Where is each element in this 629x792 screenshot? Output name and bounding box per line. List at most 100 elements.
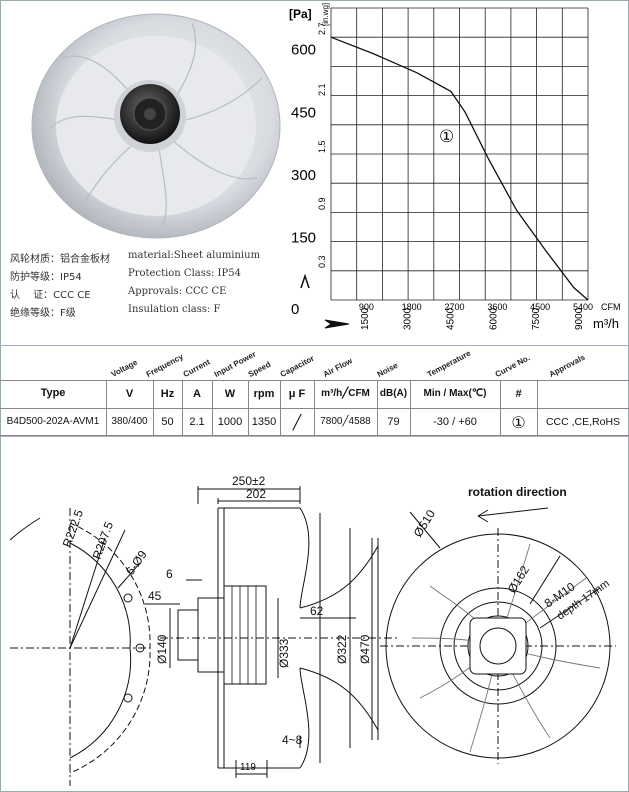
chart-ytick: 0 — [291, 301, 299, 318]
table-rule — [410, 380, 411, 436]
chart-xtick-cfm: 5400 — [573, 302, 593, 312]
chart-xtick-cfm: 3600 — [487, 302, 507, 312]
spec-en: Insulation class: F — [128, 304, 221, 315]
table-rule — [182, 380, 183, 436]
dim-250: 250±2 — [232, 474, 266, 488]
unit-current: A — [193, 388, 201, 400]
unit-power: W — [224, 388, 236, 400]
spec-en: Protection Class: IP54 — [128, 268, 241, 279]
row-current: 2.1 — [189, 416, 205, 428]
unit-capacitor: μ F — [288, 388, 306, 400]
row-airflow: 7800╱4588 — [320, 416, 371, 427]
header-speed: Speed — [246, 359, 273, 379]
chart-xlabel-alt: CFM — [601, 302, 621, 312]
chart-xtick-cfm: 4500 — [530, 302, 550, 312]
chart-xlabel: m³/h — [593, 316, 619, 331]
row-noise: 79 — [387, 416, 400, 428]
unit-voltage: V — [125, 388, 134, 400]
dim-r207: R207.5 — [90, 520, 117, 561]
chart-ytick-alt: 2.1 — [317, 83, 327, 96]
dim-d322: Ø322 — [335, 634, 349, 664]
chart-ytick: 600 — [291, 42, 316, 59]
spec-en: material:Sheet aluminium — [128, 250, 261, 261]
unit-frequency: Hz — [160, 388, 175, 400]
row-temperature: -30 / +60 — [433, 416, 477, 428]
unit-temperature: Min / Max(℃) — [423, 388, 487, 399]
chart-xtick-cfm: 900 — [359, 302, 374, 312]
table-rule — [500, 380, 501, 436]
table-rule — [248, 380, 249, 436]
chart-ytick: 300 — [291, 167, 316, 184]
spec-zh: 防护等级：IP54 — [10, 272, 82, 283]
unit-curve: # — [515, 388, 522, 400]
table-rule — [280, 380, 281, 436]
dim-202: 202 — [246, 487, 266, 501]
header-capacitor: Capacitor — [278, 353, 316, 379]
row-power: 1000 — [217, 416, 243, 428]
dim-62: 62 — [310, 604, 324, 618]
header-voltage: Voltage — [109, 357, 139, 379]
header-temperature: Temperature — [425, 348, 473, 379]
table-rule — [212, 380, 213, 436]
spec-table: Voltage Frequency Current Input Power Sp… — [0, 349, 629, 436]
dimension-drawings: R222.5 R207.5 6-Ø9 6 45 Ø140 Ø333 Ø322 Ø… — [9, 474, 616, 786]
chart-xtick-m3h: 1500 — [360, 307, 371, 330]
performance-chart: [Pa][in.wg]60045030015002.72.11.50.90.39… — [289, 3, 621, 331]
chart-ylabel: [Pa] — [289, 7, 312, 21]
dim-6: 6 — [166, 567, 173, 581]
dim-45: 45 — [148, 589, 162, 603]
header-frequency: Frequency — [144, 352, 185, 379]
chart-series-curve — [330, 36, 589, 301]
chart-ylabel-alt: [in.wg] — [321, 3, 330, 26]
x-axis-arrow-icon — [324, 319, 350, 329]
dim-holes: 6-Ø9 — [123, 548, 150, 578]
header-current: Current — [181, 357, 212, 379]
spec-zh: 认 证：CCC CE — [10, 290, 91, 301]
row-type: B4D500-202A-AVM1 — [6, 416, 100, 427]
dim-d510: Ø510 — [411, 507, 439, 540]
dim-4-8: 4~8 — [282, 733, 303, 747]
unit-speed: rpm — [253, 388, 275, 400]
unit-noise: dB(A) — [379, 388, 408, 399]
header-approvals: Approvals — [547, 352, 587, 379]
chart-ytick-alt: 0.9 — [317, 197, 327, 210]
header-noise: Noise — [375, 360, 400, 379]
chart-ytick-alt: 2.7 — [317, 22, 327, 35]
y-axis-arrow-icon — [300, 273, 310, 289]
spec-zh: 风轮材质：铝合金板材 — [10, 254, 110, 265]
table-rule — [314, 380, 315, 436]
dim-d333: Ø333 — [277, 638, 291, 668]
chart-curve-label: ① — [439, 127, 454, 147]
row-approvals: CCC ,CE,RoHS — [545, 416, 621, 428]
chart-xtick-m3h: 3000 — [403, 307, 414, 330]
chart-ytick: 150 — [291, 229, 316, 246]
table-rule — [153, 380, 154, 436]
table-rule — [377, 380, 378, 436]
spec-en: Approvals: CCC CE — [128, 286, 227, 297]
dim-119: 119 — [240, 762, 256, 773]
dim-d140: Ø140 — [155, 634, 169, 664]
front-view — [380, 507, 616, 764]
chart-xtick-cfm: 1800 — [402, 302, 422, 312]
section-divider — [0, 436, 629, 437]
flange-view — [9, 508, 151, 786]
chart-ytick-alt: 1.5 — [317, 140, 327, 153]
impeller-photo — [31, 13, 281, 239]
spec-zh: 绝缘等级：F级 — [10, 308, 76, 319]
rotation-direction-label: rotation direction — [468, 485, 567, 499]
table-rule — [537, 380, 538, 436]
row-curve: ① — [511, 415, 526, 432]
dim-d162: Ø162 — [505, 563, 533, 596]
unit-airflow: m³/h╱CFM — [321, 388, 370, 399]
row-voltage: 380/400 — [111, 416, 148, 427]
chart-ytick-alt: 0.3 — [317, 255, 327, 268]
row-frequency: 50 — [161, 416, 174, 428]
chart-ytick: 450 — [291, 104, 316, 121]
dim-d470: Ø470 — [358, 634, 372, 664]
side-view — [145, 486, 400, 778]
chart-xtick-m3h: 4500 — [446, 307, 457, 330]
chart-xtick-cfm: 2700 — [445, 302, 465, 312]
chart-xtick-m3h: 6000 — [488, 307, 499, 330]
row-speed: 1350 — [251, 416, 277, 428]
type-header: Type — [40, 387, 66, 399]
